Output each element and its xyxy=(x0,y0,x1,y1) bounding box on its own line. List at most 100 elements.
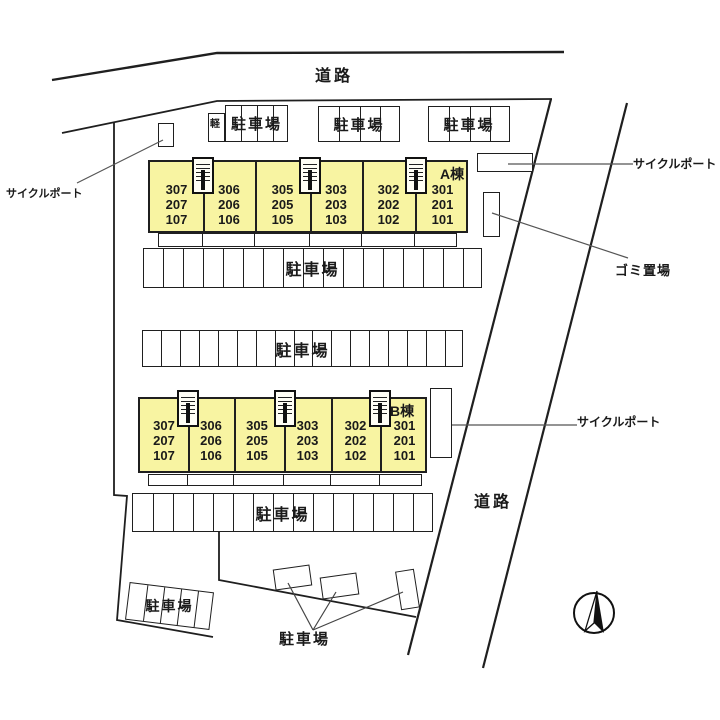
porch-divider xyxy=(414,234,415,246)
unit-divider xyxy=(331,399,333,471)
parking-stall-divider xyxy=(212,494,214,531)
unit-number: 106 xyxy=(218,212,240,227)
road-top-edge xyxy=(51,50,565,82)
parking-stall-divider xyxy=(382,249,384,287)
parking-stall-divider xyxy=(413,494,415,531)
unit-number: 202 xyxy=(344,433,367,448)
unit-divider xyxy=(284,399,286,471)
parking-row-label: 駐車場 xyxy=(443,116,495,134)
porch-divider xyxy=(254,234,255,246)
parking-stall-divider xyxy=(283,249,285,287)
parking-stall-divider xyxy=(236,331,238,366)
leader-cycle-port-left xyxy=(76,139,164,184)
road-right-left-edge xyxy=(406,98,553,656)
parking-stall-divider xyxy=(402,249,404,287)
unit-number: 102 xyxy=(344,448,367,463)
parking-stall-divider xyxy=(442,249,444,287)
unit-number: 205 xyxy=(246,433,268,448)
parking-stall-divider xyxy=(469,107,471,141)
cycle-port-label-right-mid: サイクルポート xyxy=(577,415,661,429)
north-arrow-icon xyxy=(573,590,615,634)
parking-row-label: 駐車場 xyxy=(333,116,385,134)
unit-number: 306 xyxy=(218,182,240,197)
parking-row-label: 駐車場 xyxy=(285,262,340,279)
parking-stall-divider xyxy=(342,249,344,287)
unit-number: 203 xyxy=(296,433,319,448)
parking-row: 駐車場 xyxy=(143,248,482,288)
unit-number: 303 xyxy=(296,418,319,433)
parking-stall-divider xyxy=(387,331,389,366)
parking-stall-divider xyxy=(293,331,295,366)
leader-spot-3 xyxy=(312,591,404,631)
parking-stall-divider xyxy=(333,494,335,531)
parking-stall-divider xyxy=(199,331,201,366)
parking-stall-divider xyxy=(303,249,305,287)
parking-stall-divider xyxy=(373,494,375,531)
parking-stall-divider xyxy=(192,494,194,531)
unit-divider xyxy=(362,162,364,231)
unit-number: 206 xyxy=(218,197,240,212)
cycle-port-a xyxy=(477,153,533,172)
unit-divider xyxy=(203,162,205,231)
parking-label-bottom: 駐車場 xyxy=(279,631,331,648)
parking-stall-divider xyxy=(380,107,381,141)
building-label: B棟 xyxy=(390,403,415,419)
leader-spot-2 xyxy=(312,591,337,631)
stairwell xyxy=(274,390,296,427)
porch-divider xyxy=(283,475,284,485)
unit-number: 201 xyxy=(393,433,416,448)
parking-stall-divider xyxy=(263,249,265,287)
parking-stall-divider xyxy=(218,331,220,366)
unit-number: 107 xyxy=(165,212,188,227)
cycle-port-b xyxy=(430,388,452,458)
site-top-boundary xyxy=(61,98,553,134)
parking-row: 駐車場 xyxy=(132,493,433,532)
stairwell xyxy=(299,157,321,194)
stair-rail xyxy=(414,170,418,190)
stair-rail xyxy=(201,170,205,190)
building-label: A棟 xyxy=(440,166,465,182)
unit-divider xyxy=(234,399,236,471)
site-bottom-boundary xyxy=(218,532,417,618)
parking-stall-divider xyxy=(369,331,371,366)
porch-divider xyxy=(330,475,331,485)
parking-stall-divider xyxy=(203,249,205,287)
parking-stall-divider xyxy=(272,494,274,531)
parking-stall-divider xyxy=(422,249,424,287)
garbage-box xyxy=(483,192,500,237)
parking-stall-divider xyxy=(255,331,257,366)
parking-stall-divider xyxy=(183,249,185,287)
unit-number: 305 xyxy=(271,182,294,197)
unit-number: 203 xyxy=(325,197,347,212)
parking-row: 駐車場 xyxy=(428,106,510,142)
unit-number: 207 xyxy=(153,433,175,448)
parking-stall-divider xyxy=(393,494,395,531)
porch-divider xyxy=(187,475,188,485)
cycle-port-label-right-top: サイクルポート xyxy=(633,157,717,171)
stair-rail xyxy=(378,403,382,423)
parking-row: 駐車場 xyxy=(142,330,463,367)
unit-number: 101 xyxy=(393,448,416,463)
parking-stall-divider xyxy=(490,107,491,141)
unit-number: 205 xyxy=(271,197,294,212)
parking-stall-divider xyxy=(462,249,464,287)
stairwell xyxy=(369,390,391,427)
unit-number: 301 xyxy=(393,418,416,433)
parking-stall-divider xyxy=(161,331,163,366)
stairwell xyxy=(192,157,214,194)
porch-divider xyxy=(233,475,234,485)
unit-number: 105 xyxy=(271,212,294,227)
porch-divider xyxy=(309,234,310,246)
